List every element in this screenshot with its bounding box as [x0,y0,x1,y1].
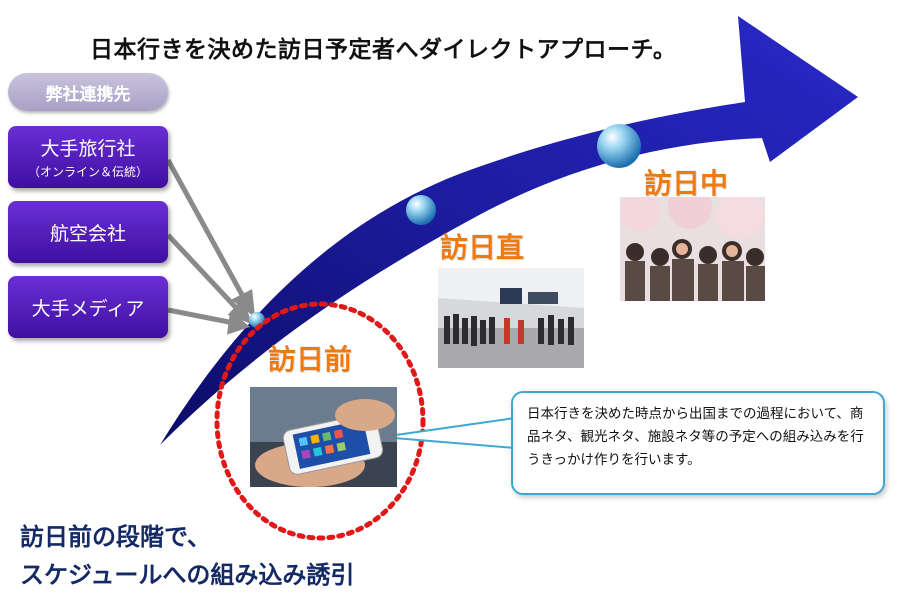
partner-label: 大手メディア [31,297,145,320]
bottom-message: 訪日前の段階で、 スケジュールへの組み込み誘引 [20,518,540,594]
connector-arrow-media [167,307,235,326]
page-title: 日本行きを決めた訪日予定者へダイレクトアプローチ。 [90,37,677,63]
crowd-photo [620,197,765,301]
partner-airline: 航空会社 [8,201,168,263]
partner-sublabel: （オンライン＆伝統） [27,165,148,179]
connector-head-airline [227,298,253,325]
partner-label: 大手旅行社 [40,138,136,160]
partner-media: 大手メディア [8,276,168,338]
bubble-icon-during [597,124,641,168]
airport-photo [438,268,584,368]
bottom-message-line1: 訪日前の段階で、 [20,523,212,551]
partner-label: 航空会社 [49,222,126,245]
connector-arrow-travel [165,158,249,304]
journey-arrow [160,16,858,445]
bottom-message-line2: スケジュールへの組み込み誘引 [20,561,355,589]
callout-box: 日本行きを決めた時点から出国までの過程において、商品ネタ、観光ネタ、施設ネタ等の… [511,391,885,495]
connector-arrow-airline [166,233,242,314]
smartphone-photo [250,387,397,487]
callout-pointer [381,416,516,450]
stage-label-during: 訪日中 [644,167,729,200]
stage-label-immediate: 訪日直 [440,231,525,264]
partners-header: 弊社連携先 [8,73,168,111]
bubble-icon-immediate [406,195,436,225]
stage-label-before: 訪日前 [268,343,353,376]
highlight-dotted-circle [214,301,426,541]
connector-head-media [226,311,251,335]
partner-travel-agency: 大手旅行社 （オンライン＆伝統） [8,126,168,188]
